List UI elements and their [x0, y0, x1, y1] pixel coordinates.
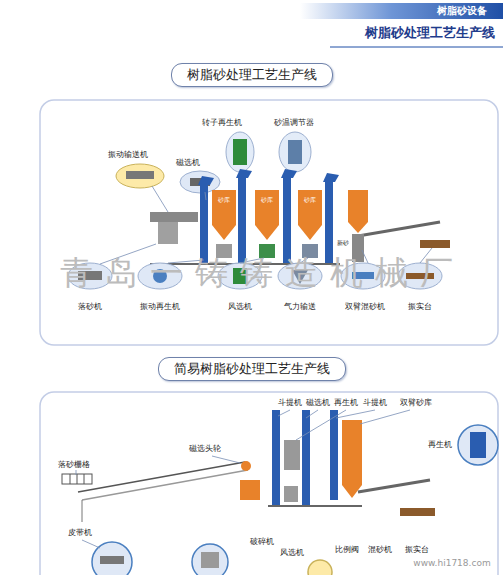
part-label: 砂温调节器 [274, 118, 314, 127]
part-label: 落砂机 [78, 302, 102, 311]
silo-label: 砂库 [261, 197, 273, 204]
part-label: 风选机 [228, 302, 252, 311]
part-label: 振动输送机 [108, 150, 148, 159]
part-label: 斗提机 [363, 398, 387, 407]
part-label: 磁选机 [306, 398, 330, 407]
silo-label: 砂库 [218, 197, 230, 204]
part-label: 斗提机 [278, 398, 302, 407]
part-label: 皮带机 [68, 528, 92, 537]
watermark: www.hi1718.com [413, 558, 490, 568]
panel-frame [40, 100, 498, 345]
part-label: 破碎机 [250, 537, 274, 546]
section-title: 树脂砂处理工艺生产线 [187, 67, 317, 83]
part-label: 风选机 [280, 548, 304, 557]
part-label: 再生机 [428, 440, 452, 449]
watermark: 青岛一铸铸造机械厂 [60, 254, 465, 292]
part-label: 再生机 [334, 398, 358, 407]
part-label: 振动再生机 [140, 302, 180, 311]
header-tag: 树脂砂设备 [437, 5, 487, 17]
part-label: 双臂砂库 [400, 398, 432, 407]
part-label: 新砂 [337, 240, 349, 247]
part-label: 转子再生机 [202, 118, 242, 127]
part-label: 比例阀 [335, 545, 359, 554]
section-title: 简易树脂砂处理工艺生产线 [174, 361, 330, 377]
part-label: 磁选头轮 [189, 444, 221, 453]
section-title-box: 树脂砂处理工艺生产线 [171, 63, 333, 87]
panel-frame [40, 392, 498, 575]
line-drawing [62, 410, 498, 575]
part-label: 双臂混砂机 [345, 302, 385, 311]
part-label: 振实台 [408, 302, 432, 311]
part-label: 混砂机 [368, 545, 392, 554]
page-title: 树脂砂处理工艺生产线 [365, 26, 495, 41]
section-title-box: 简易树脂砂处理工艺生产线 [158, 357, 346, 381]
header-bar [300, 3, 503, 19]
header-rule [330, 47, 503, 48]
part-label: 振实台 [405, 545, 429, 554]
silo-label: 砂库 [304, 197, 316, 204]
part-label: 磁选机 [176, 158, 200, 167]
part-label: 气力输送 [284, 302, 316, 311]
part-label: 落砂栅格 [58, 460, 90, 469]
